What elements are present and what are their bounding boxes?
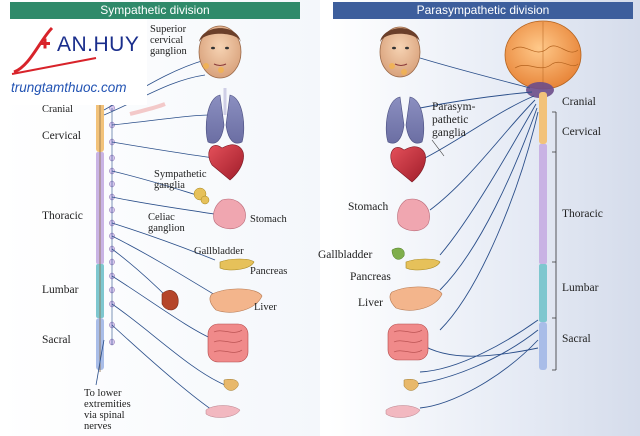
label-right-stomach: Stomach	[348, 201, 389, 213]
label-right-cranial: Cranial	[562, 96, 596, 108]
label-left-cranial: Cranial	[42, 104, 73, 115]
left-nerve-fibers	[95, 59, 226, 413]
left-lungs	[205, 88, 245, 144]
label-right-thoracic: Thoracic	[562, 208, 603, 220]
left-small-ganglia	[193, 187, 210, 205]
right-ganglia-leader	[431, 139, 445, 157]
right-lungs	[385, 96, 425, 144]
label-celiac-ganglion-2: ganglion	[148, 223, 185, 234]
label-right-lumbar: Lumbar	[562, 282, 599, 294]
right-spine-brackets	[552, 111, 557, 371]
label-right-liver: Liver	[358, 297, 383, 309]
label-celiac-ganglion-1: Celiac	[148, 212, 175, 223]
label-parasympathetic-ganglia-1: Parasym-	[432, 101, 476, 113]
left-bladder	[223, 379, 239, 391]
right-head	[379, 26, 421, 78]
left-blood-vessel	[129, 102, 166, 116]
label-left-gallbladder: Gallbladder	[194, 246, 244, 257]
right-stomach	[397, 198, 430, 232]
right-genitals	[385, 405, 421, 418]
logo-brand-text: AN.HUY	[57, 33, 140, 56]
right-gallbladder	[391, 247, 405, 260]
label-left-pancreas: Pancreas	[250, 266, 288, 277]
right-spinal-cord	[539, 92, 547, 370]
left-heart	[208, 144, 244, 181]
logo-site-text: trungtamthuoc.com	[11, 80, 127, 95]
label-parasympathetic-ganglia-2: pathetic	[432, 114, 469, 126]
label-right-sacral: Sacral	[562, 333, 591, 345]
label-left-liver: Liver	[254, 302, 277, 313]
left-genitals	[205, 405, 241, 418]
sympathetic-header: Sympathetic division	[10, 2, 300, 19]
left-intestines	[207, 323, 249, 363]
right-intestines	[387, 323, 429, 361]
right-heart	[390, 146, 426, 183]
label-right-cervical: Cervical	[562, 126, 601, 138]
label-left-cervical: Cervical	[42, 130, 81, 142]
right-nerve-fibers	[414, 57, 539, 409]
label-lower-extremities-1: To lower	[84, 388, 122, 399]
left-head	[198, 25, 242, 79]
right-bladder	[403, 379, 419, 391]
label-right-gallbladder: Gallbladder	[318, 249, 373, 261]
label-left-stomach: Stomach	[250, 214, 287, 225]
logo: AN.HUY trungtamthuoc.com	[5, 17, 147, 105]
label-sympathetic-ganglia-2: ganglia	[154, 180, 185, 191]
right-brain	[504, 20, 582, 98]
label-right-pancreas: Pancreas	[350, 271, 391, 283]
label-left-thoracic: Thoracic	[42, 210, 83, 222]
logo-mark	[5, 17, 147, 105]
parasympathetic-header: Parasympathetic division	[333, 2, 633, 19]
label-left-lumbar: Lumbar	[42, 284, 79, 296]
left-kidney	[161, 290, 179, 311]
left-liver	[209, 288, 263, 313]
label-parasympathetic-ganglia-3: ganglia	[432, 127, 466, 139]
right-liver	[389, 286, 443, 311]
left-gallbladder-pancreas	[219, 258, 255, 271]
label-left-sacral: Sacral	[42, 334, 71, 346]
label-lower-extremities-2: extremities	[84, 399, 131, 410]
left-stomach	[213, 198, 246, 230]
label-lower-extremities-3: via spinal	[84, 410, 125, 421]
label-cervical-ganglion-1: cervical	[150, 35, 184, 46]
label-superior: Superior	[150, 24, 187, 35]
label-cervical-ganglion-2: ganglion	[150, 46, 187, 57]
label-lower-extremities-4: nerves	[84, 421, 112, 432]
label-sympathetic-ganglia-1: Sympathetic	[154, 169, 207, 180]
left-spinal-cord	[96, 100, 104, 372]
right-pancreas	[405, 258, 441, 271]
